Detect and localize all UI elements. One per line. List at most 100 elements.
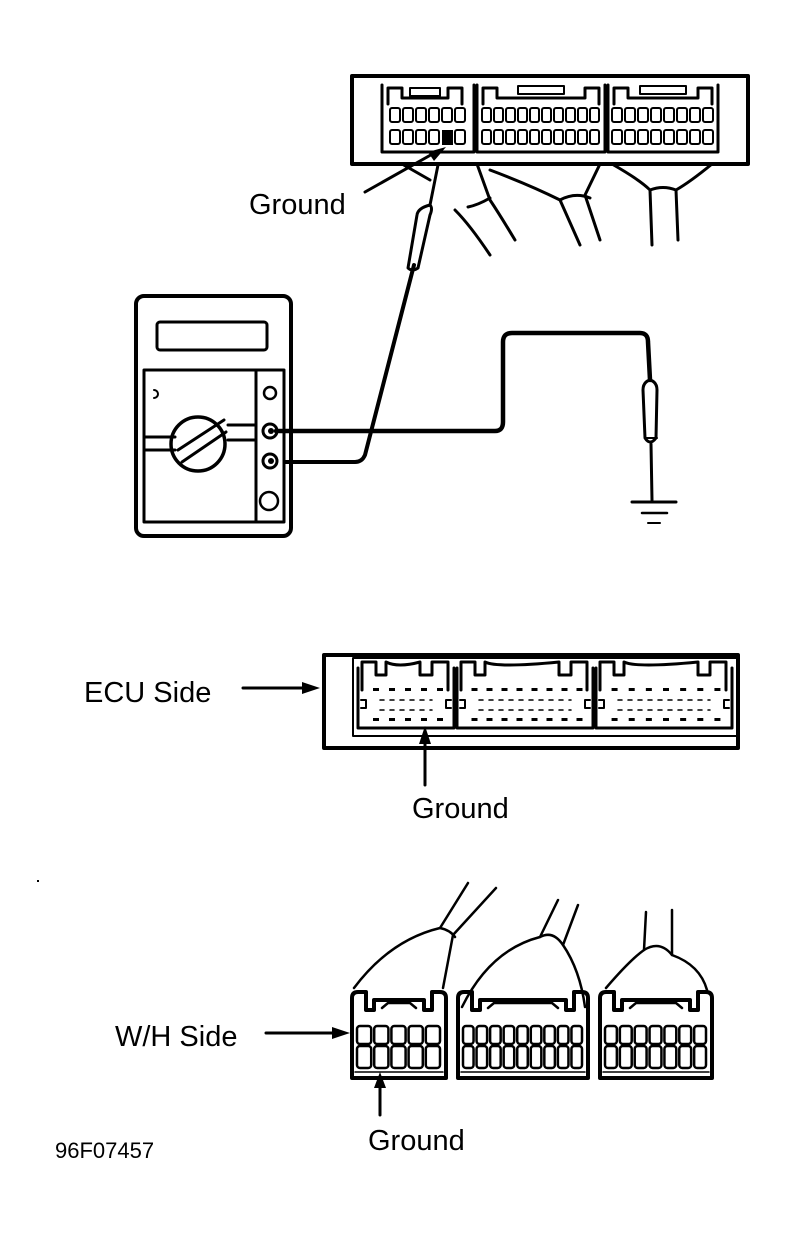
terminal-cavity	[488, 1024, 502, 1046]
ground-terminal-cavity	[372, 1044, 390, 1070]
terminal-cavity	[502, 1024, 516, 1046]
chassis-ground-icon	[630, 500, 678, 524]
terminal	[576, 718, 583, 721]
ground-terminal	[421, 718, 427, 721]
terminal-cavity	[390, 1044, 407, 1070]
terminal-cavity	[529, 1044, 543, 1070]
terminal-cavity	[603, 1044, 619, 1070]
ecu-side-arrow	[241, 682, 320, 694]
connector-pin	[541, 107, 552, 123]
figure-id-code: 96F07457	[55, 1138, 154, 1163]
connector-pin	[553, 107, 564, 123]
terminal-cavity	[692, 1024, 708, 1046]
connector-pin	[663, 107, 675, 123]
terminal-cavity	[618, 1024, 633, 1046]
multimeter-body	[134, 294, 293, 538]
connector-pin	[481, 129, 492, 145]
jack-v[interactable]	[261, 452, 279, 470]
connector-pin	[637, 107, 649, 123]
wire-harness	[400, 162, 714, 257]
terminal-cavity	[633, 1044, 648, 1070]
connector-pin	[493, 129, 504, 145]
connector-pin	[481, 107, 492, 123]
connector-pin	[676, 107, 688, 123]
pin-rows	[481, 107, 600, 145]
terminal	[531, 718, 538, 721]
terminal	[611, 718, 618, 721]
terminal	[405, 718, 411, 721]
terminal-cavity	[372, 1024, 390, 1046]
connector-pin	[637, 129, 649, 145]
terminal	[645, 718, 652, 721]
connector-pin	[650, 129, 662, 145]
pin-rows	[611, 107, 714, 145]
connector-pin	[624, 107, 636, 123]
connector-pin	[505, 107, 516, 123]
terminal-cavity	[633, 1024, 648, 1046]
connector-pin	[650, 107, 662, 123]
terminal-cavity	[618, 1044, 633, 1070]
wh-side-ground-arrow	[374, 1072, 386, 1117]
terminal	[680, 718, 687, 721]
connector-pin	[565, 129, 576, 145]
connector-pin	[493, 107, 504, 123]
terminal-cavity	[543, 1044, 557, 1070]
connector-pin	[517, 107, 528, 123]
stray-mark	[37, 880, 39, 882]
connector-pin	[577, 129, 588, 145]
terminal-cavity	[424, 1024, 442, 1046]
wh-side-arrow	[264, 1027, 350, 1039]
ecu-side-ground-arrow	[419, 726, 431, 787]
rotary-selector-knob[interactable]	[169, 415, 227, 473]
terminal	[714, 718, 721, 721]
connector-pin	[589, 129, 600, 145]
ecu-side-connector-block-1	[356, 660, 456, 730]
ecu-side-connector-block-2	[455, 660, 595, 730]
connector-pin	[702, 107, 714, 123]
terminal-cavity	[461, 1044, 475, 1070]
terminal-cavity	[648, 1044, 663, 1070]
terminal-cavity	[692, 1044, 708, 1070]
connector-pin	[624, 129, 636, 145]
connector-pin	[529, 129, 540, 145]
pin-row-lower	[389, 129, 466, 145]
terminal	[501, 718, 508, 721]
connector-block-1	[380, 83, 476, 154]
connector-pin	[663, 129, 675, 145]
connector-pin	[689, 129, 701, 145]
wh-side-ground-label: Ground	[368, 1125, 465, 1157]
connector-pin	[577, 107, 588, 123]
terminal-cavity	[570, 1044, 584, 1070]
multimeter-panel	[142, 368, 286, 524]
terminal-cavity	[570, 1024, 584, 1046]
pin-row-lower	[611, 129, 714, 145]
connector-block-3	[606, 83, 720, 154]
ecu-housing	[350, 74, 750, 166]
terminal	[373, 718, 379, 721]
terminal-cavity	[515, 1024, 530, 1046]
pin-row-upper	[611, 107, 714, 123]
terminal	[516, 718, 523, 721]
probe-to-chassis-ground	[273, 330, 659, 502]
wh-side-connector-2	[456, 990, 590, 1080]
terminal-cavity	[390, 1024, 407, 1046]
terminal-cavity	[407, 1044, 425, 1070]
terminal-cavity	[475, 1044, 489, 1070]
terminal	[663, 718, 669, 721]
ecu-side-unit	[322, 653, 740, 750]
terminal-cavity	[407, 1024, 425, 1046]
connector-pin	[611, 107, 623, 123]
connector-pin	[689, 107, 701, 123]
jack-1[interactable]	[262, 385, 278, 401]
ecu-side-ground-label: Ground	[412, 793, 509, 825]
connector-pin	[553, 129, 564, 145]
top-ground-label: Ground	[249, 189, 346, 221]
connector-pin	[517, 129, 528, 145]
multimeter	[134, 294, 293, 538]
indicator-mark	[153, 389, 159, 399]
terminal-cavity	[678, 1024, 693, 1046]
jack-4[interactable]	[258, 490, 280, 512]
terminal-cavity	[515, 1044, 530, 1070]
terminal-cavity	[556, 1044, 570, 1070]
